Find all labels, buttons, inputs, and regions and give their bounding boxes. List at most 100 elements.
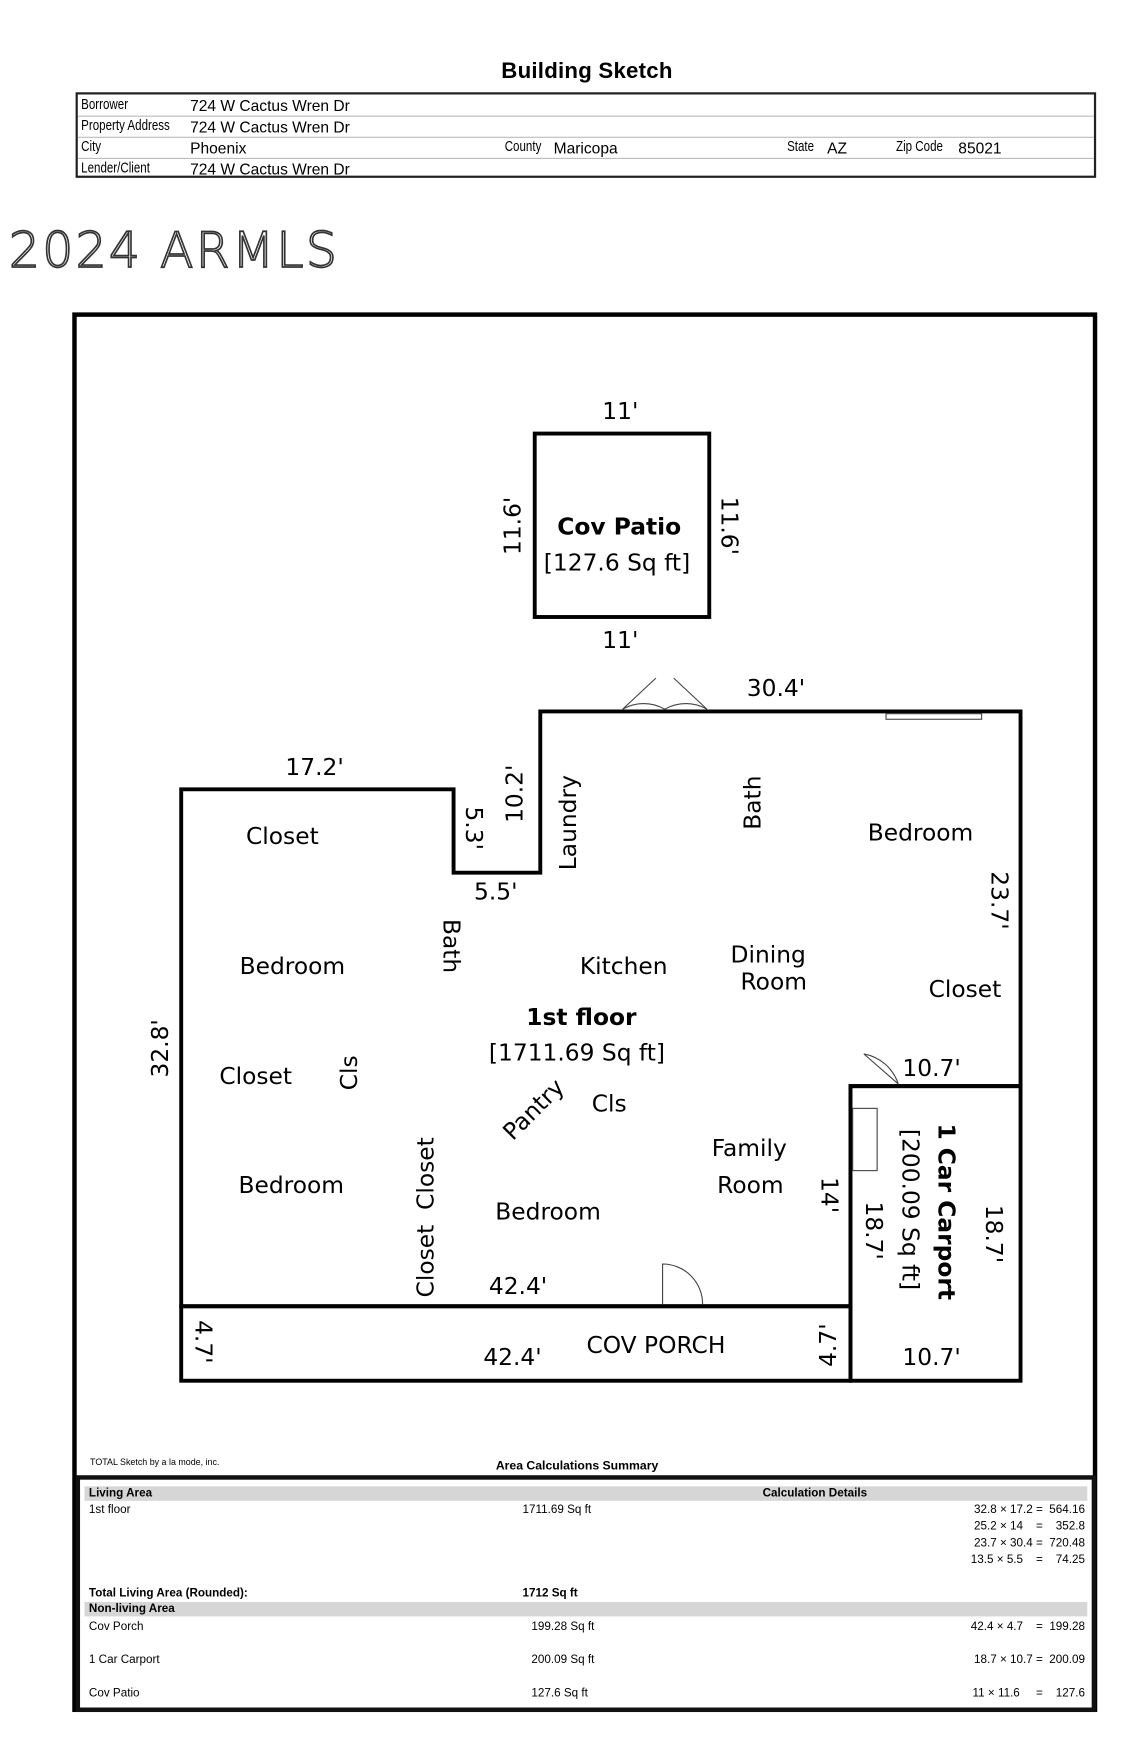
room-cls: Cls [592, 1090, 627, 1118]
step-dim-2: 5.3' [460, 806, 488, 850]
room-closet: Closet [929, 975, 1002, 1003]
living-header: Living Area [88, 1486, 153, 1500]
state-label: State [787, 137, 815, 155]
patio-left-dim: 11.6' [498, 497, 526, 555]
room-bath: Bath [738, 776, 766, 830]
calc-header: Calculation Details [762, 1486, 868, 1500]
row-area: 200.09 Sq ft [531, 1653, 595, 1667]
patio-right-dim: 11.6' [715, 497, 743, 555]
row-calc: 42.4 × 4.7 = 199.28 [970, 1619, 1086, 1634]
room-dining: Dining [731, 941, 806, 969]
row-calc: 32.8 × 17.2 = 564.16 [974, 1503, 1086, 1517]
city-value: Phoenix [190, 138, 247, 157]
row-calc: 13.5 × 5.5 = 74.25 [970, 1553, 1086, 1567]
patio-outline [532, 431, 712, 619]
address-row: Property Address 724 W Cactus Wren Dr [77, 116, 1094, 138]
table-row: Cov Patio 127.6 Sq ft 11 × 11.6 = 127.6 [84, 1686, 1087, 1700]
software-credit: TOTAL Sketch by a la mode, inc. [90, 1457, 220, 1468]
room-bath: Bath [438, 919, 466, 973]
row-name: 1st floor [88, 1503, 131, 1517]
carport-outline [848, 1084, 1023, 1383]
door-icon [664, 677, 708, 710]
row-calc: 25.2 × 14 = 352.8 [974, 1519, 1086, 1534]
door-icons [622, 677, 983, 1305]
total-label: Total Living Area (Rounded): [88, 1586, 248, 1600]
inner-dim-14: 14' [816, 1177, 844, 1213]
inner-dim-18: 18.7' [860, 1201, 888, 1259]
county-value: Maricopa [553, 138, 618, 157]
city-row: City Phoenix County Maricopa State AZ Zi… [77, 137, 1094, 159]
address-value: 724 W Cactus Wren Dr [190, 117, 350, 136]
door-icon [662, 1263, 704, 1305]
row-area: 199.28 Sq ft [531, 1619, 595, 1634]
row-calc: 23.7 × 30.4 = 720.48 [974, 1536, 1086, 1550]
room-family-2: Room [717, 1171, 783, 1199]
table-row: 25.2 × 14 = 352.8 [84, 1520, 1087, 1534]
room-closets: Closet Closet [412, 1137, 440, 1297]
lender-row: Lender/Client 724 W Cactus Wren Dr [78, 158, 1094, 179]
row-name: Cov Porch [88, 1619, 144, 1634]
nonliving-header: Non-living Area [88, 1601, 175, 1616]
top-dim: 30.4' [747, 674, 805, 702]
room-cls: Cls [335, 1055, 363, 1090]
bottom-dim: 42.4' [489, 1272, 547, 1300]
watermark: 2024 ARMLS [8, 222, 340, 280]
row-area: 127.6 Sq ft [531, 1686, 588, 1700]
porch-outline [179, 1304, 853, 1383]
nonliving-header-row: Non-living Area [84, 1601, 1088, 1617]
room-dining-2: Room [741, 967, 807, 995]
carport-label: 1 Car Carport [932, 1123, 960, 1300]
window-icon [885, 713, 983, 720]
table-row: 1st floor 1711.69 Sq ft 32.8 × 17.2 = 56… [84, 1503, 1087, 1517]
lender-value: 724 W Cactus Wren Dr [190, 160, 350, 178]
floor-label: 1st floor [526, 1003, 637, 1031]
table-row: 1 Car Carport 200.09 Sq ft 18.7 × 10.7 =… [84, 1653, 1087, 1667]
borrower-row: Borrower 724 W Cactus Wren Dr [77, 94, 1094, 117]
patio-top-dim: 11' [602, 397, 638, 425]
step-dim: 10.2' [500, 765, 528, 823]
room-bedroom: Bedroom [240, 952, 346, 980]
row-name: Cov Patio [88, 1686, 140, 1700]
borrower-label: Borrower [81, 95, 129, 113]
room-bedroom: Bedroom [868, 818, 974, 846]
porch-left-dim: 4.7' [190, 1320, 218, 1364]
carport-bottom-dim: 10.7' [902, 1343, 960, 1371]
borrower-value: 724 W Cactus Wren Dr [190, 96, 350, 115]
header-table: Borrower 724 W Cactus Wren Dr Property A… [75, 92, 1097, 179]
patio-area: [127.6 Sq ft] [544, 548, 690, 576]
room-closet: Closet [246, 822, 319, 850]
porch-right-dim: 4.7' [814, 1323, 842, 1367]
living-header-row: Living Area Calculation Details [84, 1486, 1088, 1501]
porch-length-dim: 42.4' [483, 1343, 541, 1371]
state-value: AZ [827, 138, 847, 157]
right-dim: 23.7' [986, 871, 1014, 929]
carport-top-dim: 10.7' [902, 1054, 960, 1082]
total-row: Total Living Area (Rounded): 1712 Sq ft [84, 1586, 1087, 1600]
top-left-dim: 17.2' [285, 753, 343, 781]
row-calc: 11 × 11.6 = 127.6 [972, 1686, 1086, 1700]
address-label: Property Address [81, 116, 170, 134]
carport-area: [200.09 Sq ft] [897, 1129, 925, 1290]
row-area: 1711.69 Sq ft [522, 1503, 592, 1517]
door-icon [863, 1053, 899, 1085]
room-closet: Closet [219, 1062, 292, 1090]
room-laundry: Laundry [554, 775, 582, 870]
carport-box [852, 1107, 878, 1172]
room-kitchen: Kitchen [580, 952, 668, 980]
room-bedroom: Bedroom [239, 1171, 345, 1199]
door-icon [622, 677, 666, 710]
zip-value: 85021 [958, 138, 1002, 157]
table-row: 13.5 × 5.5 = 74.25 [84, 1553, 1087, 1567]
summary-title: Area Calculations Summary [495, 1459, 659, 1474]
step-h-dim: 5.5' [474, 877, 518, 905]
room-bedroom: Bedroom [495, 1198, 601, 1226]
patio-bottom-dim: 11' [602, 626, 638, 654]
patio-label: Cov Patio [557, 513, 681, 541]
table-row: Cov Porch 199.28 Sq ft 42.4 × 4.7 = 199.… [84, 1620, 1087, 1634]
carport-right-dim: 18.7' [980, 1205, 1008, 1263]
page-title: Building Sketch [501, 58, 673, 84]
lender-label: Lender/Client [81, 158, 150, 176]
row-calc: 18.7 × 10.7 = 200.09 [974, 1653, 1086, 1667]
